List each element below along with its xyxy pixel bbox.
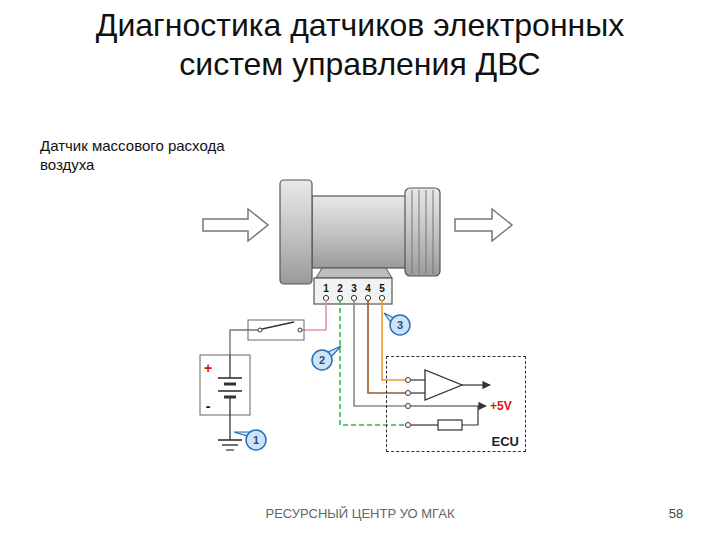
- pin-terminal: [323, 295, 328, 300]
- callout-number: 3: [397, 318, 403, 332]
- terminal: [406, 423, 411, 428]
- switch-contact: [258, 328, 262, 332]
- ground-symbol: [226, 449, 234, 450]
- amp-output: [462, 384, 490, 385]
- pin-number: 2: [337, 282, 343, 295]
- callout-badge: [390, 315, 410, 335]
- ground-symbol: [218, 439, 242, 441]
- pin-number: 4: [365, 282, 371, 295]
- pin-number: 3: [351, 282, 357, 295]
- pin-terminal: [379, 295, 384, 300]
- amp-input: [411, 392, 425, 393]
- outlet-pipe: [405, 188, 440, 276]
- resistor-lead: [462, 406, 478, 425]
- signal-label: +5V: [490, 399, 512, 414]
- resistor-symbol: [438, 420, 462, 430]
- rib-line: [419, 190, 420, 274]
- battery-plate: [218, 390, 242, 392]
- pin-terminal: [351, 295, 356, 300]
- ecu-box: ECU: [386, 356, 526, 452]
- callout-number: 1: [253, 433, 259, 447]
- callout-number: 2: [319, 353, 325, 367]
- polarity-mark: -: [206, 397, 211, 415]
- footer-text: РЕСУРСНЫЙ ЦЕНТР УО МГАК: [265, 506, 454, 522]
- callout-badge: [246, 430, 266, 450]
- terminal: [406, 404, 411, 409]
- connector-pins: [323, 295, 384, 300]
- outlet-ribs: [412, 190, 433, 274]
- sensor-body: [312, 196, 406, 268]
- rib-line: [412, 190, 413, 274]
- switch-blade: [262, 322, 294, 329]
- pin-number: 5: [379, 282, 385, 295]
- slide-title: Диагностика датчиков электронных систем …: [90, 6, 630, 84]
- airflow-in-arrow: [203, 209, 268, 241]
- terminal: [406, 378, 411, 383]
- page-number: 58: [669, 506, 683, 522]
- connector-mount: [316, 268, 392, 278]
- inlet-flange: [280, 180, 312, 284]
- amp-input: [411, 379, 425, 380]
- polarity-mark: +: [204, 359, 212, 377]
- pin-terminal: [337, 295, 342, 300]
- battery-plate: [218, 377, 242, 379]
- battery-wire: [229, 355, 230, 378]
- resistor-lead: [411, 424, 438, 425]
- rib-line: [426, 190, 427, 274]
- wire-switch-battery: [230, 330, 258, 355]
- airflow-out-arrow: [455, 209, 512, 241]
- ecu-label: ECU: [492, 434, 519, 449]
- ground-wire: [229, 397, 230, 440]
- switch-contact: [298, 328, 302, 332]
- rib-line: [433, 190, 434, 274]
- pin-terminal: [365, 295, 370, 300]
- battery-box: [200, 355, 250, 415]
- amplifier-symbol: [425, 370, 462, 400]
- battery-plate: [224, 383, 236, 386]
- callout-badge: [312, 350, 332, 370]
- pin-number: 1: [323, 282, 329, 295]
- caption-label: Датчик массового расхода воздуха: [40, 136, 280, 174]
- terminal: [406, 391, 411, 396]
- wire-pin4: [368, 300, 408, 393]
- supply-line: [411, 405, 486, 406]
- switch-box: [248, 320, 304, 340]
- ground-symbol: [222, 444, 238, 445]
- wire-pin1: [302, 300, 326, 330]
